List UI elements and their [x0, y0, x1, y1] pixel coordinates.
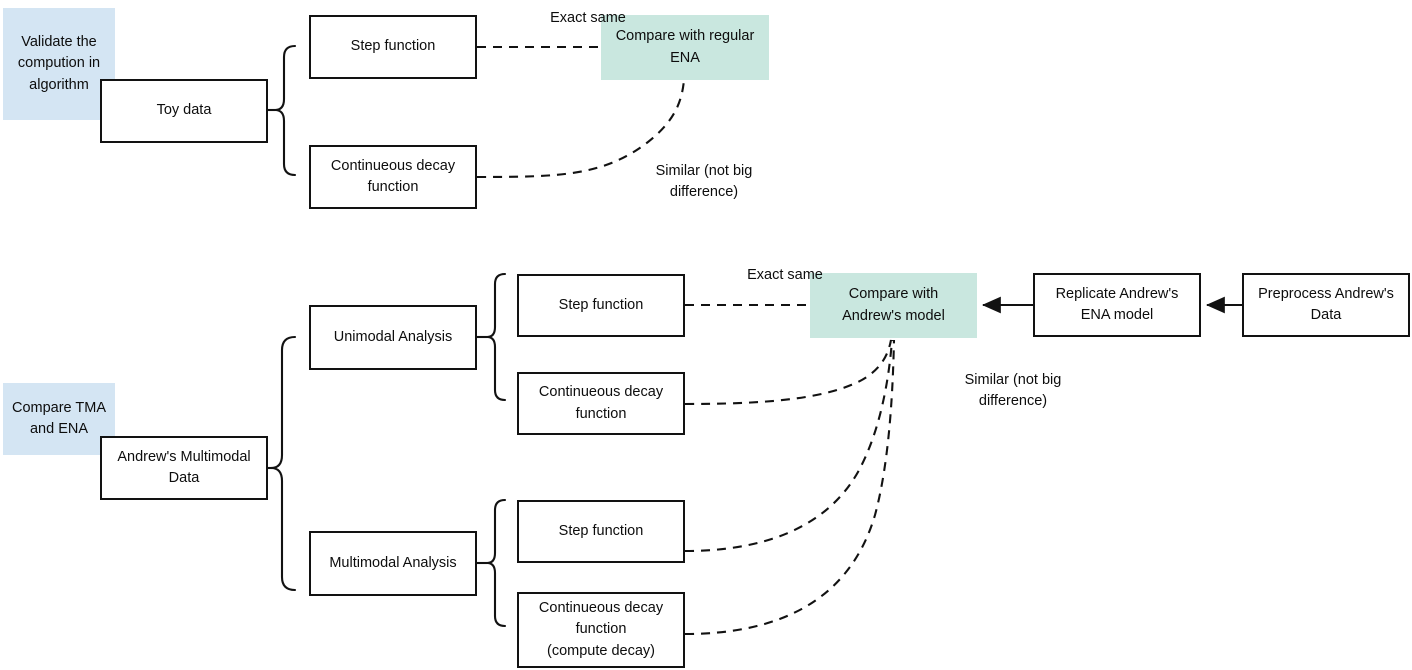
node-compare-with-andrews-model[interactable]: Compare with Andrew's model	[810, 273, 977, 338]
wire-multimodal-step-to-compare	[684, 339, 894, 553]
brace-multimodal	[485, 498, 507, 628]
node-top-continuous-decay-function[interactable]: Continueous decay function	[309, 145, 477, 209]
node-unimodal-continuous-decay-function[interactable]: Continueous decay function	[517, 372, 685, 435]
node-multimodal-continuous-decay-function[interactable]: Continueous decay function (compute deca…	[517, 592, 685, 668]
edge-label-top-exact-same: Exact same	[550, 10, 626, 26]
node-toy-data[interactable]: Toy data	[100, 79, 268, 143]
edge-label-bottom-exact-same: Exact same	[747, 267, 823, 283]
node-multimodal-analysis[interactable]: Multimodal Analysis	[309, 531, 477, 596]
tag-compare-tma-and-ena: Compare TMA and ENA	[3, 383, 115, 455]
tag-validate-computation: Validate the compution in algorithm	[3, 8, 115, 120]
node-compare-with-regular-ena[interactable]: Compare with regular ENA	[601, 15, 769, 80]
node-unimodal-step-function[interactable]: Step function	[517, 274, 685, 337]
wire-multimodal-decay-to-compare	[684, 339, 896, 636]
node-unimodal-analysis[interactable]: Unimodal Analysis	[309, 305, 477, 370]
node-replicate-andrews-ena-model[interactable]: Replicate Andrew's ENA model	[1033, 273, 1201, 337]
edge-label-bottom-similar: Similar (not big difference)	[964, 372, 1062, 410]
node-multimodal-step-function[interactable]: Step function	[517, 500, 685, 563]
node-top-step-function[interactable]: Step function	[309, 15, 477, 79]
brace-andrews-data	[269, 335, 297, 592]
brace-unimodal	[485, 272, 507, 402]
node-preprocess-andrews-data[interactable]: Preprocess Andrew's Data	[1242, 273, 1410, 337]
edge-label-top-similar: Similar (not big difference)	[655, 163, 753, 201]
wire-unimodal-decay-to-compare	[684, 339, 893, 406]
node-andrews-multimodal-data[interactable]: Andrew's Multimodal Data	[100, 436, 268, 500]
brace-toy-data	[273, 44, 297, 177]
